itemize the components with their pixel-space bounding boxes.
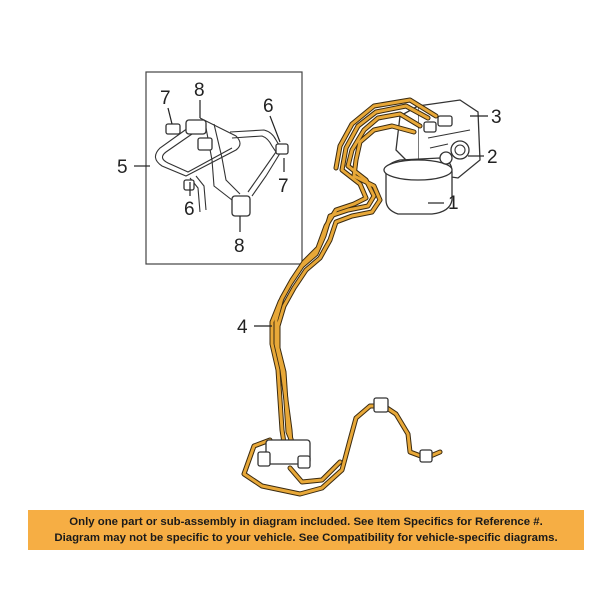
brake-line-bundle — [241, 97, 443, 497]
callout-8-bottom: 8 — [234, 236, 245, 257]
callout-5: 5 — [117, 157, 128, 178]
callout-4: 4 — [237, 317, 248, 338]
callout-6-left: 6 — [184, 199, 195, 220]
abs-modulator-unit — [383, 99, 481, 215]
disclaimer-line-2: Diagram may not be specific to your vehi… — [54, 532, 558, 544]
inset-brake-lines — [154, 117, 283, 213]
callout-3: 3 — [491, 107, 502, 128]
callout-2: 2 — [487, 147, 498, 168]
inset-fittings — [165, 119, 289, 217]
callout-7-right: 7 — [278, 176, 289, 197]
callout-7-left: 7 — [160, 88, 171, 109]
callout-8-top: 8 — [194, 80, 205, 101]
disclaimer-banner: Only one part or sub-assembly in diagram… — [28, 510, 584, 550]
leader-lines — [134, 100, 488, 327]
callout-1: 1 — [448, 193, 459, 214]
disclaimer-line-1: Only one part or sub-assembly in diagram… — [69, 516, 543, 528]
callout-6-right: 6 — [263, 96, 274, 117]
